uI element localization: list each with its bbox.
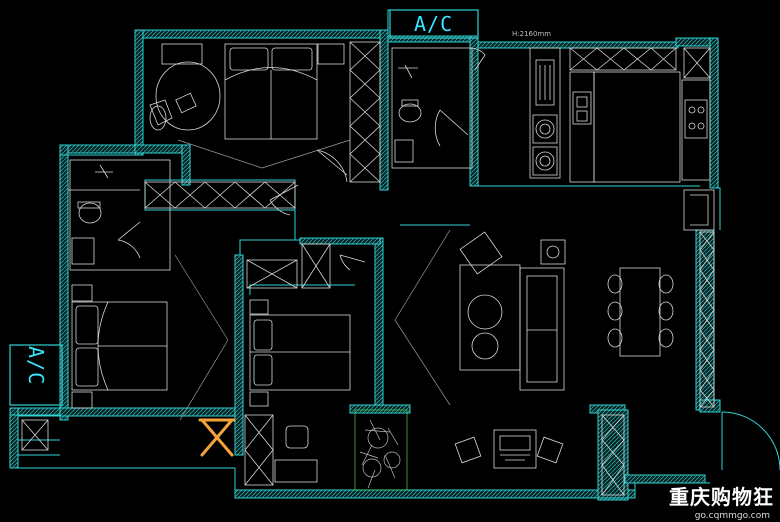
ac-label-top: A/C [414,12,454,36]
bed-middle [249,299,351,407]
side-table [540,239,566,265]
sofa [519,267,565,391]
bathrooms [68,47,473,271]
dining-table [607,267,674,357]
wardrobe-middle [246,243,331,289]
cabinet-bottom-right [601,414,625,496]
watermark-url: go.cqmmgo.com [694,511,770,521]
armchair [459,231,503,275]
bed-top [161,43,345,140]
lounge-set [454,429,564,469]
watermark-name: 重庆购物狂 [669,485,774,509]
plants [354,409,408,491]
coffee-tables [467,294,503,360]
kitchen-counter-top [569,47,711,79]
door-marker-x [198,418,236,457]
room-diagonals [174,139,451,421]
walls [9,29,721,501]
bed-left [71,284,168,409]
ac-boxes [9,9,479,406]
kitchen [529,47,715,231]
beds [71,43,351,409]
living-room [274,231,674,483]
wall-outlines [9,9,721,499]
ac-label-left: A/C [24,346,48,386]
wardrobe-top-bedroom [349,41,381,183]
cabinet-right [699,231,715,408]
doors [117,47,486,271]
balcony-door [721,411,780,471]
wardrobes [21,41,715,496]
desk-chair [274,425,318,483]
wardrobe-bottom [244,414,274,486]
balcony-cabinet [21,419,49,451]
dimension-label: H:2160mm [512,30,552,38]
